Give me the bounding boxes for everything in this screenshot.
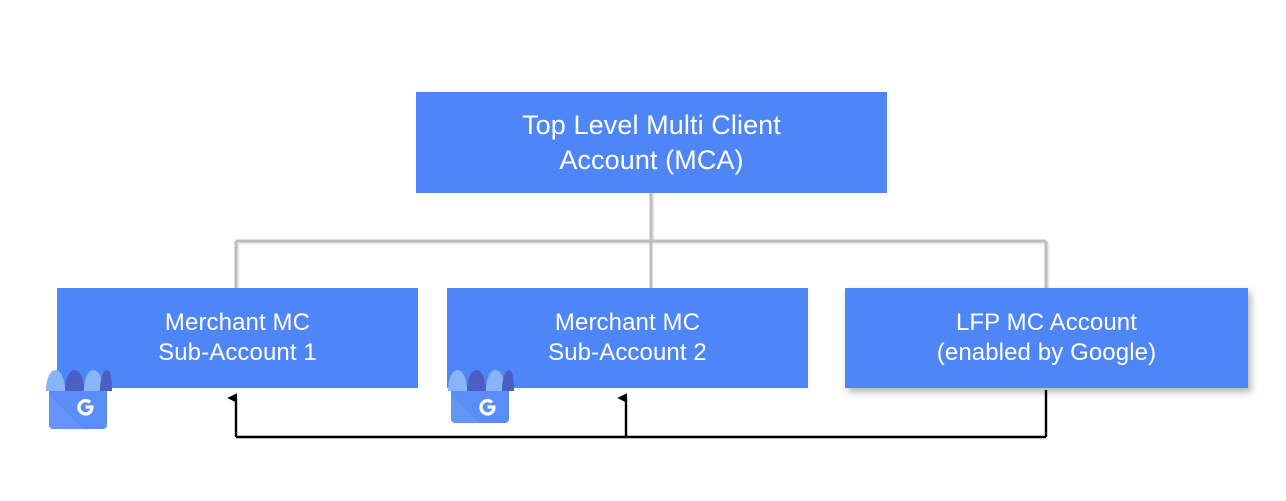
node-top-level-mca-label: Top Level Multi Client Account (MCA) [522, 110, 781, 175]
storefront-icon [43, 365, 113, 431]
node-merchant-sub-account-1[interactable]: Merchant MC Sub-Account 1 [57, 288, 418, 388]
node-top-level-mca[interactable]: Top Level Multi Client Account (MCA) [416, 92, 887, 193]
node-merchant-sub-account-2[interactable]: Merchant MC Sub-Account 2 [447, 288, 808, 388]
storefront-icon-glyph [46, 370, 112, 429]
tree-connector-lines [234, 192, 1048, 289]
storefront-icon [445, 365, 515, 423]
storefront-icon-glyph [448, 370, 514, 423]
feedback-connector-lines [227, 390, 1048, 439]
node-lfp-mc-account-label: LFP MC Account (enabled by Google) [936, 308, 1157, 366]
google-g-glyph [479, 398, 496, 416]
google-g-glyph [77, 398, 94, 416]
node-merchant-sub-account-2-label: Merchant MC Sub-Account 2 [548, 308, 707, 366]
node-merchant-sub-account-1-label: Merchant MC Sub-Account 1 [158, 308, 317, 366]
node-lfp-mc-account[interactable]: LFP MC Account (enabled by Google) [845, 288, 1248, 388]
